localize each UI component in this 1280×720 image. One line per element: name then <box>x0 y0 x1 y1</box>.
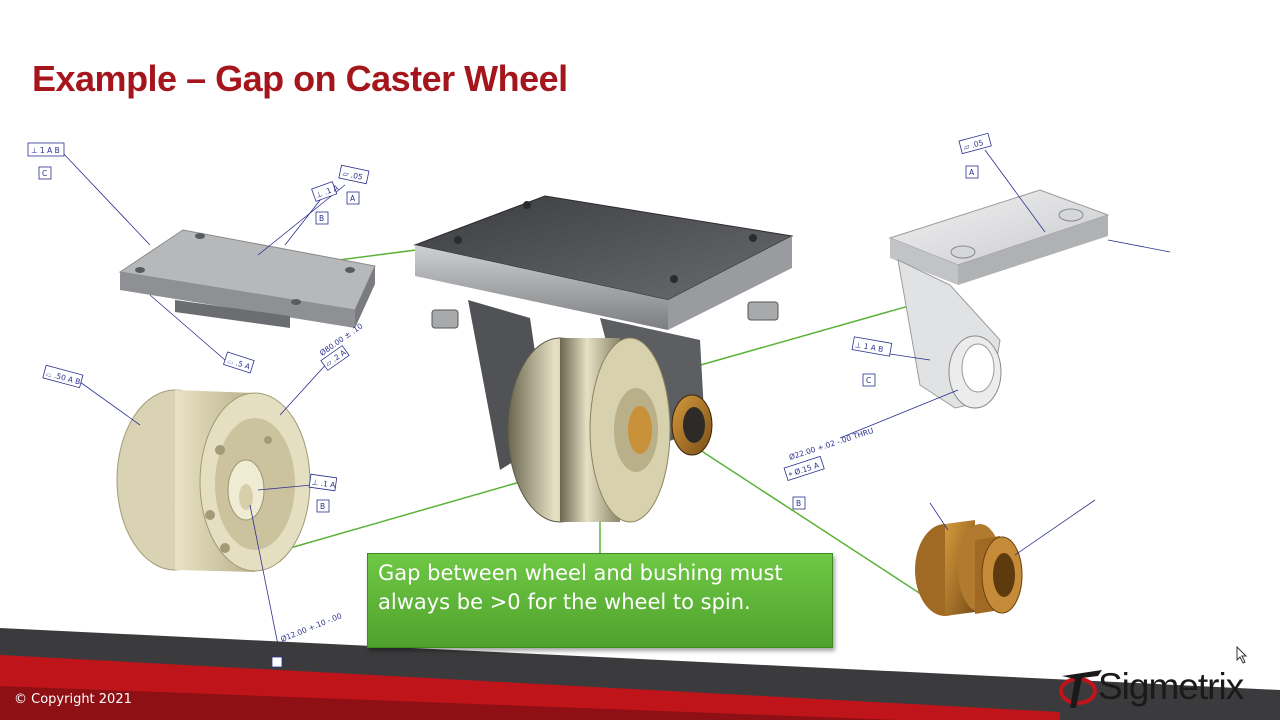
wheel-datum-b: B <box>320 502 325 511</box>
brand-name: Sigmetrix <box>1098 666 1244 707</box>
bracket-datum-b: B <box>796 499 801 508</box>
bracket-dim-hole: Ø22.00 +.02 -.00 THRU <box>788 426 875 462</box>
plate-fcf-flatness: ⏥ .05 <box>342 169 364 182</box>
mouse-cursor-icon <box>1236 646 1248 664</box>
copyright-text: © Copyright 2021 <box>14 692 132 707</box>
bracket-part <box>888 189 1110 409</box>
dimension-leaders <box>61 149 1171 646</box>
top-plate-part <box>118 229 376 328</box>
footer-band-dark <box>0 686 900 720</box>
plate-datum-b: B <box>319 214 324 223</box>
plate-datum-c: C <box>42 169 47 178</box>
wheel-part <box>116 389 311 572</box>
bracket-datum-a: A <box>969 168 975 177</box>
plate-fcf-top: ⊥ 1 A B <box>31 146 60 155</box>
bracket-datum-c: C <box>866 376 871 385</box>
bushing-part <box>915 520 1023 616</box>
plate-datum-a: A <box>350 194 356 203</box>
wheel-fcf-perp: ⊥ .1 A <box>311 477 336 489</box>
gap-callout-box: Gap between wheel and bushing must alway… <box>367 553 833 648</box>
caster-assembly <box>413 195 794 523</box>
slide-title: Example – Gap on Caster Wheel <box>32 58 568 99</box>
plate-annotations: ⊥ 1 A B C ⏥ .05 A ⊥ .1 A B ⌓ .5 A <box>27 142 370 374</box>
wheel-dim-bore: Ø12.00 +.10 -.00 <box>279 611 343 644</box>
sigmetrix-logo-icon <box>1059 670 1102 708</box>
